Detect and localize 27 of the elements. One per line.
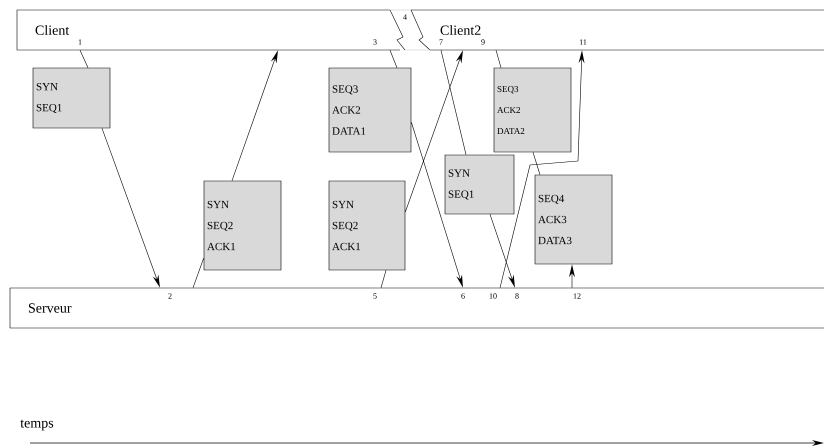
packet-box: SYN SEQ1 xyxy=(444,154,514,214)
time-mark: 5 xyxy=(373,293,377,299)
time-mark: 2 xyxy=(168,293,172,299)
packet-box: SYN SEQ1 xyxy=(32,68,110,128)
time-mark: 12 xyxy=(574,293,581,299)
packet-box: SEQ3 ACK2 DATA2 xyxy=(494,68,572,152)
time-mark: 7 xyxy=(440,39,443,45)
time-mark: 4 xyxy=(403,14,407,20)
packet-box: SYN SEQ2 ACK1 xyxy=(204,180,282,270)
connector-line xyxy=(496,50,502,68)
packet-box: SYN SEQ2 ACK1 xyxy=(328,180,406,270)
time-mark: 3 xyxy=(373,39,377,45)
time-mark: 1 xyxy=(78,39,82,45)
packet-box: SEQ4 ACK3 DATA3 xyxy=(534,174,612,264)
connector-line xyxy=(380,270,386,288)
connector-line xyxy=(390,50,398,68)
packet-box: SEQ3 ACK2 DATA1 xyxy=(328,68,412,152)
time-mark: 6 xyxy=(461,293,465,299)
time-mark: 10 xyxy=(490,293,497,299)
time-mark: 9 xyxy=(481,39,485,45)
connector-line xyxy=(80,50,88,68)
connector-line xyxy=(532,152,540,175)
time-mark: 11 xyxy=(580,39,586,45)
axis-label: temps xyxy=(20,420,54,430)
time-mark: 8 xyxy=(515,293,519,299)
connector-line xyxy=(440,50,466,155)
connector-line xyxy=(192,258,204,288)
